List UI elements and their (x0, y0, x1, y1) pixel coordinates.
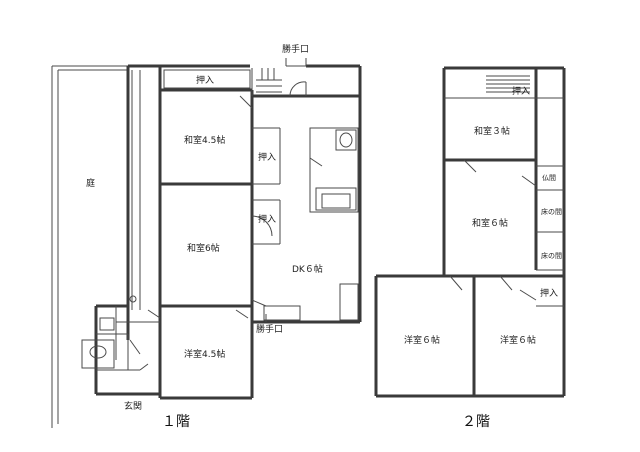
floor-2-interior (444, 68, 564, 396)
label-butsuma: 仏間 (542, 174, 556, 182)
floor-1-walls (94, 64, 362, 400)
label-tokonoma-b: 床の間 (541, 251, 562, 260)
label-washitsu-3: 和室３帖 (474, 125, 510, 137)
toilet-area (81, 317, 115, 369)
label-back-door-bottom: 勝手口 (256, 323, 283, 335)
floor-1-plan: 庭 和室4.5帖 和室6帖 洋室4.5帖 DK６帖 押入 押入 押入 玄関 勝手… (51, 43, 362, 430)
label-closet-2f-low: 押入 (540, 287, 558, 299)
kitchen-fixtures (263, 127, 359, 321)
floor-2-plan: 和室３帖 和室６帖 洋室６帖 洋室６帖 押入 押入 仏間 床の間 床の間 ２階 (374, 66, 566, 430)
stairs-floor-1 (239, 68, 282, 109)
back-door-top (285, 58, 307, 97)
label-washitsu-6: 和室6帖 (187, 242, 220, 254)
garden-area (51, 65, 128, 428)
floor-1-interior (96, 88, 360, 371)
floor-2-doors (449, 159, 537, 301)
closet-top (163, 69, 251, 89)
label-closet-2f-top: 押入 (512, 85, 530, 97)
label-tokonoma-a: 床の間 (541, 207, 562, 216)
label-washitsu-6-2f: 和室６帖 (472, 217, 508, 229)
label-closet-mid: 押入 (258, 151, 276, 163)
label-back-door-top: 勝手口 (282, 43, 309, 55)
label-entrance: 玄関 (124, 400, 142, 412)
label-youshitsu-45: 洋室4.5帖 (184, 348, 225, 360)
label-garden: 庭 (86, 177, 95, 189)
label-youshitsu-6-right: 洋室６帖 (500, 334, 536, 346)
label-closet-top: 押入 (196, 74, 214, 86)
stairs-floor-2 (444, 75, 536, 99)
floor-1-title: １階 (162, 414, 190, 430)
label-washitsu-45: 和室4.5帖 (184, 134, 225, 146)
label-dk-6: DK６帖 (292, 263, 323, 275)
label-youshitsu-6-left: 洋室６帖 (404, 334, 440, 346)
veranda-corridor (126, 66, 162, 340)
floor-1-doors (129, 215, 273, 371)
floor-2-title: ２階 (462, 414, 490, 430)
label-closet-low: 押入 (258, 213, 276, 225)
